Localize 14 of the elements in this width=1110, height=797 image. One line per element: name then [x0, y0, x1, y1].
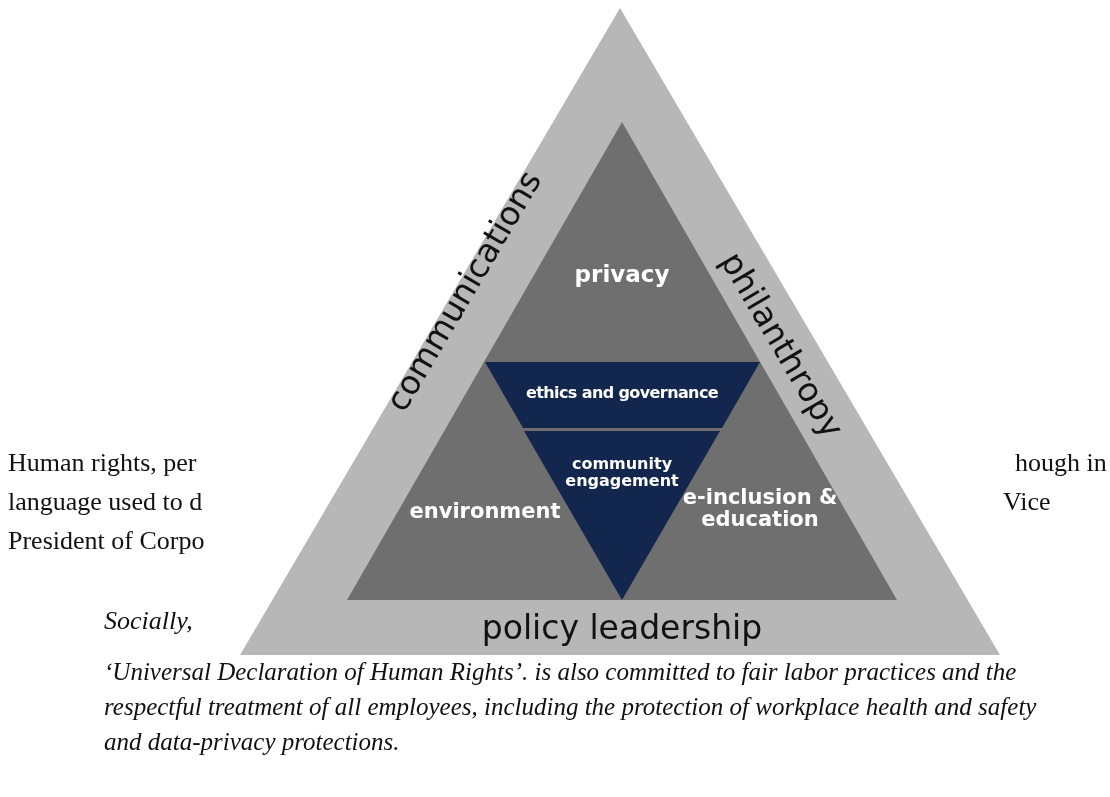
- body-text-fragment: hough in: [1015, 448, 1107, 478]
- body-text-fragment: President of Corpo: [8, 526, 205, 556]
- section-label: community engagement: [564, 456, 680, 490]
- quoted-paragraph: ‘Universal Declaration of Human Rights’. is also committed to fair labor practices and the respectful treatment of all employees, including the protection of workplace health and safety and data-privacy protections.: [104, 657, 1038, 757]
- section-label: e-inclusion & education: [681, 485, 839, 531]
- body-text-fragment: Socially,: [104, 606, 193, 636]
- body-text-fragment: Vice: [1003, 487, 1051, 517]
- section-label: environment: [409, 500, 561, 522]
- body-text-fragment: Human rights, per: [8, 448, 197, 478]
- section-label: privacy: [574, 261, 670, 287]
- outer-triangle: [240, 8, 1000, 655]
- inner-triangle: [347, 122, 897, 600]
- body-text-fragment: language used to d: [8, 487, 203, 517]
- section-label: policy leadership: [481, 610, 763, 646]
